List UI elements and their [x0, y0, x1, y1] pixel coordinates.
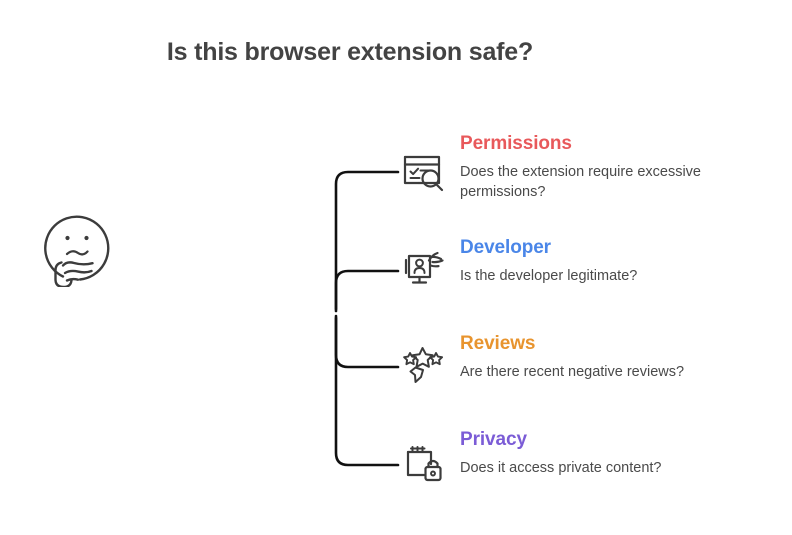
branch-text-privacy: Privacy Does it access private content?	[460, 428, 780, 478]
thinking-face-icon	[33, 203, 123, 289]
browser-window-search-icon	[401, 150, 449, 196]
stars-rating-icon	[401, 342, 449, 388]
branch-heading-reviews: Reviews	[460, 333, 536, 354]
branch-description-permissions: Does the extension require excessive per…	[460, 164, 701, 200]
notepad-lock-icon	[401, 441, 449, 487]
branch-description-reviews: Are there recent negative reviews?	[460, 364, 685, 380]
branch-text-developer: Developer Is the developer legitimate?	[460, 236, 780, 286]
branch-heading-permissions: Permissions	[460, 133, 572, 154]
monitor-person-icon	[401, 246, 449, 292]
branch-text-permissions: Permissions Does the extension require e…	[460, 132, 780, 202]
branch-heading-privacy: Privacy	[460, 429, 527, 450]
branch-description-developer: Is the developer legitimate?	[460, 268, 638, 284]
branch-heading-developer: Developer	[460, 237, 551, 258]
page-title: Is this browser extension safe?	[166, 38, 534, 66]
branch-description-privacy: Does it access private content?	[460, 460, 662, 476]
branch-text-reviews: Reviews Are there recent negative review…	[460, 332, 780, 382]
